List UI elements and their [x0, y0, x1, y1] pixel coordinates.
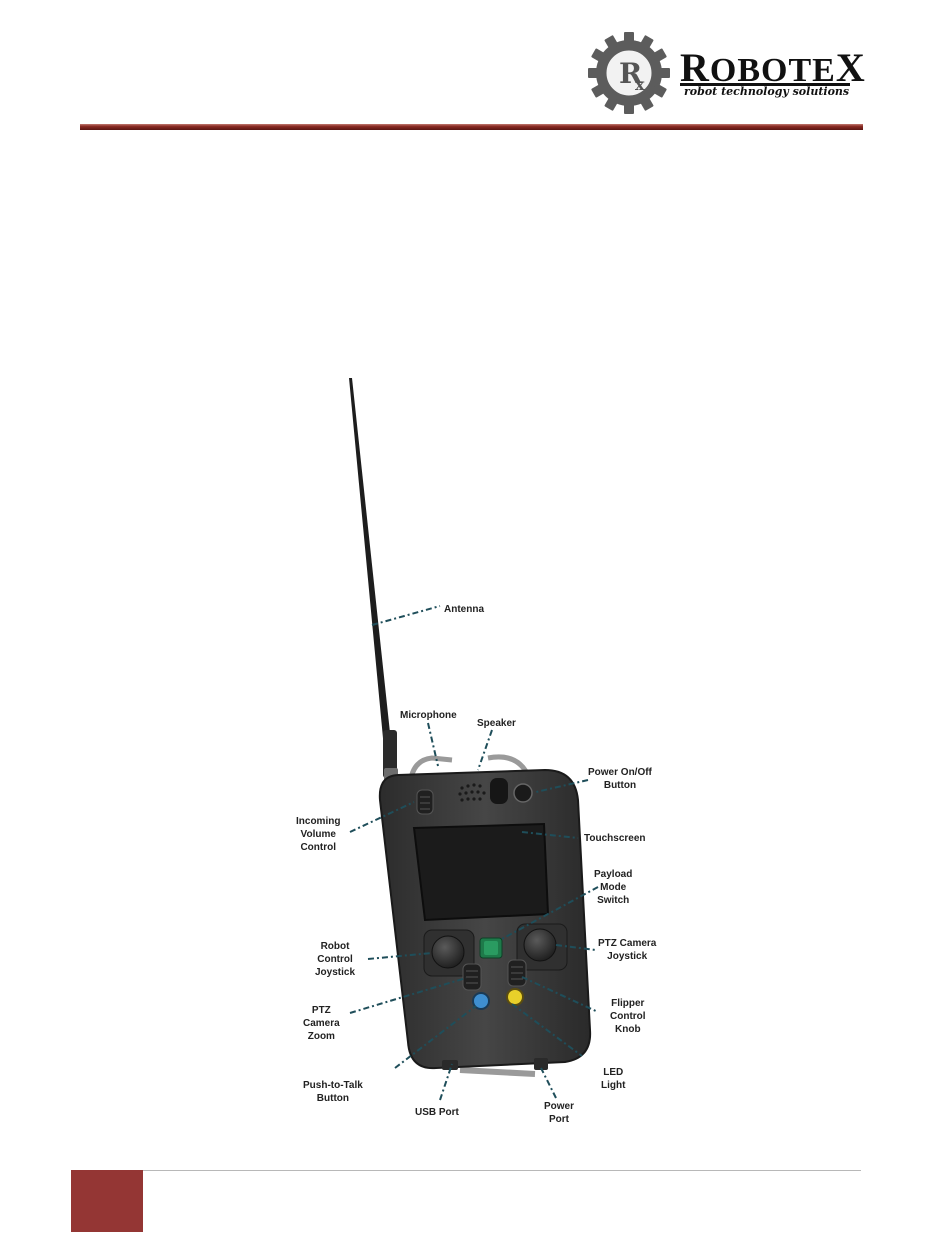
label-microphone: Microphone [400, 709, 457, 722]
label-usb-port: USB Port [415, 1106, 459, 1119]
controller-body [380, 770, 590, 1068]
footer-rule [142, 1170, 861, 1171]
power-button [514, 784, 532, 802]
footer-color-block [71, 1170, 143, 1232]
robot-joystick [432, 936, 464, 968]
led-light [507, 989, 523, 1005]
antenna [349, 378, 394, 770]
touchscreen [414, 824, 548, 920]
ptz-joystick [524, 929, 556, 961]
label-touchscreen: Touchscreen [584, 832, 646, 845]
label-speaker: Speaker [477, 717, 516, 730]
bottom-handle [460, 1070, 535, 1074]
label-antenna: Antenna [444, 603, 484, 616]
camera-recess [490, 778, 508, 804]
volume-knob [417, 790, 433, 814]
